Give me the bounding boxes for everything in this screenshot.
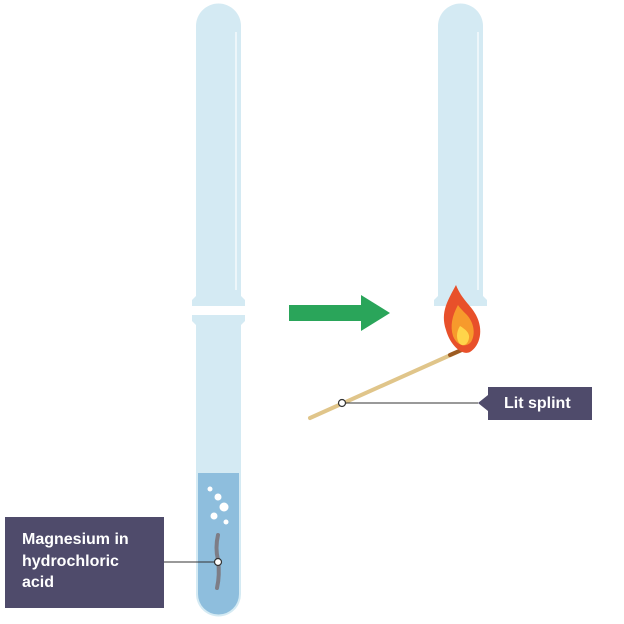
bubble bbox=[223, 519, 229, 525]
gas-bubbles bbox=[207, 486, 229, 525]
leader-dot bbox=[213, 557, 223, 567]
magnesium-label-line-3: acid bbox=[22, 574, 55, 591]
lit-splint-label: Lit splint bbox=[488, 387, 592, 420]
leader-magnesium bbox=[164, 557, 223, 567]
bubble bbox=[219, 502, 229, 512]
magnesium-label: Magnesium in hydrochloric acid bbox=[5, 517, 164, 608]
bubble bbox=[210, 512, 218, 520]
bubble bbox=[207, 486, 213, 492]
lit-splint-label-text: Lit splint bbox=[504, 395, 571, 412]
right-arrow-icon bbox=[289, 295, 390, 331]
flame-core bbox=[457, 326, 470, 346]
left-tube-upper bbox=[192, 3, 245, 307]
right-test-tube bbox=[434, 3, 487, 307]
wooden-splint bbox=[308, 347, 466, 420]
magnesium-label-line-2: hydrochloric bbox=[22, 552, 119, 570]
leader-splint bbox=[337, 395, 488, 411]
leader-dot bbox=[337, 398, 347, 408]
left-test-tube bbox=[192, 3, 245, 617]
label-pointer bbox=[478, 395, 488, 411]
bubble bbox=[214, 493, 222, 501]
right-tube-body bbox=[434, 3, 487, 307]
flame-icon bbox=[443, 285, 481, 353]
magnesium-label-line-1: Magnesium in bbox=[22, 531, 129, 548]
